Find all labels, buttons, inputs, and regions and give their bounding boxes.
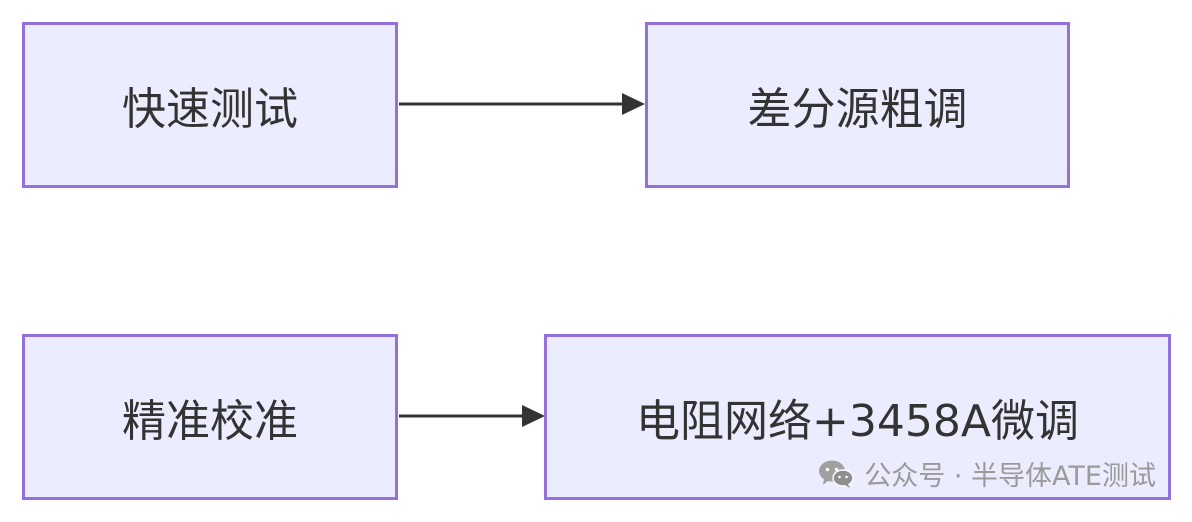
watermark: 公众号 · 半导体ATE测试: [818, 454, 1156, 493]
watermark-text: 公众号 · 半导体ATE测试: [864, 461, 1156, 492]
node-label-diff-source-coarse: 差分源粗调: [747, 84, 968, 135]
node-label-quick-test: 快速测试: [122, 84, 298, 135]
node-resistor-network-fine: 电阻网络+3458A微调: [544, 334, 1171, 500]
edge-precise-calibration-to-resistor-network: [399, 405, 545, 427]
node-diff-source-coarse: 差分源粗调: [645, 22, 1070, 188]
node-precise-calibration: 精准校准: [22, 334, 398, 500]
edge-quick-test-to-diff-source: [399, 93, 645, 115]
node-label-precise-calibration: 精准校准: [122, 396, 298, 447]
node-label-resistor-network-fine: 电阻网络+3458A微调: [636, 396, 1079, 447]
node-quick-test: 快速测试: [22, 22, 398, 188]
wechat-icon: [819, 460, 855, 488]
